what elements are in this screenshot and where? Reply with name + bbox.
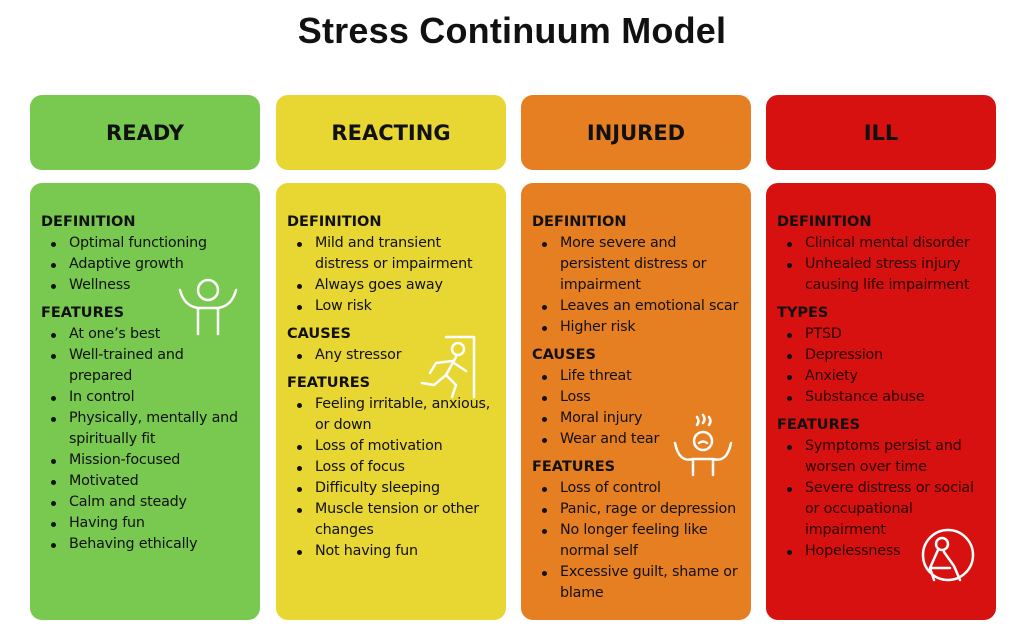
section-heading: TYPES	[777, 305, 829, 321]
list-item: Life threat	[542, 366, 741, 387]
section-heading: DEFINITION	[777, 214, 872, 230]
person-exiting-door-icon	[416, 333, 480, 403]
list-item: Anxiety	[787, 366, 986, 387]
list-item: Muscle tension or other changes	[297, 499, 496, 541]
list-item: Unhealed stress injury causing life impa…	[787, 254, 986, 296]
section-heading: DEFINITION	[287, 214, 382, 230]
list-item: Physically, mentally and spiritually fit	[51, 408, 250, 450]
bullet-list: Mild and transient distress or impairmen…	[287, 233, 496, 317]
person-crouching-head-in-hands-icon	[920, 528, 976, 586]
bullet-list: Any stressor	[287, 345, 496, 366]
section-heading: CAUSES	[287, 326, 351, 342]
list-item: Mild and transient distress or impairmen…	[297, 233, 496, 275]
list-item: Substance abuse	[787, 387, 986, 408]
list-item: More severe and persistent distress or i…	[542, 233, 741, 296]
list-item: Difficulty sleeping	[297, 478, 496, 499]
list-item: Hopelessness	[787, 541, 986, 562]
list-item: Calm and steady	[51, 492, 250, 513]
person-arms-raised-icon	[176, 276, 240, 340]
section-heading: CAUSES	[532, 347, 596, 363]
list-item: Feeling irritable, anxious, or down	[297, 394, 496, 436]
bullet-list: More severe and persistent distress or i…	[532, 233, 741, 338]
list-item: Wellness	[51, 275, 250, 296]
list-item: Motivated	[51, 471, 250, 492]
page-title: Stress Continuum Model	[297, 10, 727, 51]
section-heading: DEFINITION	[41, 214, 136, 230]
stage-header-injured: INJURED	[521, 95, 751, 170]
list-item: Optimal functioning	[51, 233, 250, 254]
stage-header-ill: ILL	[766, 95, 996, 170]
list-item: At one’s best	[51, 324, 250, 345]
section-heading: DEFINITION	[532, 214, 627, 230]
section-heading: FEATURES	[41, 305, 125, 321]
list-item: Behaving ethically	[51, 534, 250, 555]
list-item: Not having fun	[297, 541, 496, 562]
stage-header-reacting: REACTING	[276, 95, 506, 170]
column-injured: INJURED DEFINITION More severe and persist…	[521, 95, 751, 620]
list-item: Excessive guilt, shame or blame	[542, 562, 741, 604]
list-item: Moral injury	[542, 408, 741, 429]
list-item: Wear and tear	[542, 429, 741, 450]
list-item: Clinical mental disorder	[787, 233, 986, 254]
section-heading: FEATURES	[532, 459, 616, 475]
list-item: Loss	[542, 387, 741, 408]
list-item: Depression	[787, 345, 986, 366]
list-item: Loss of focus	[297, 457, 496, 478]
list-item: Mission-focused	[51, 450, 250, 471]
list-item: Symptoms persist and worsen over time	[787, 436, 986, 478]
list-item: Any stressor	[297, 345, 496, 366]
list-item: Higher risk	[542, 317, 741, 338]
stage-body-injured: DEFINITION More severe and persistent dis…	[521, 183, 751, 620]
stage-header-ready: READY	[30, 95, 260, 170]
section-heading: FEATURES	[777, 417, 861, 433]
section-heading: FEATURES	[287, 375, 371, 391]
list-item: Well-trained and prepared	[51, 345, 250, 387]
list-item: Low risk	[297, 296, 496, 317]
list-item: Leaves an emotional scar	[542, 296, 741, 317]
column-reacting: REACTING DEFINITION Mild and transient dis…	[276, 95, 506, 620]
list-item: In control	[51, 387, 250, 408]
list-item: Panic, rage or depression	[542, 499, 741, 520]
list-item: Having fun	[51, 513, 250, 534]
list-item: Always goes away	[297, 275, 496, 296]
list-item: No longer feeling like normal self	[542, 520, 741, 562]
list-item: Loss of motivation	[297, 436, 496, 457]
list-item: Adaptive growth	[51, 254, 250, 275]
stressed-person-icon	[671, 413, 735, 481]
list-item: PTSD	[787, 324, 986, 345]
stage-body-reacting: DEFINITION Mild and transient distress or…	[276, 183, 506, 620]
list-item: Severe distress or social or occupationa…	[787, 478, 986, 541]
list-item: Loss of control	[542, 478, 741, 499]
